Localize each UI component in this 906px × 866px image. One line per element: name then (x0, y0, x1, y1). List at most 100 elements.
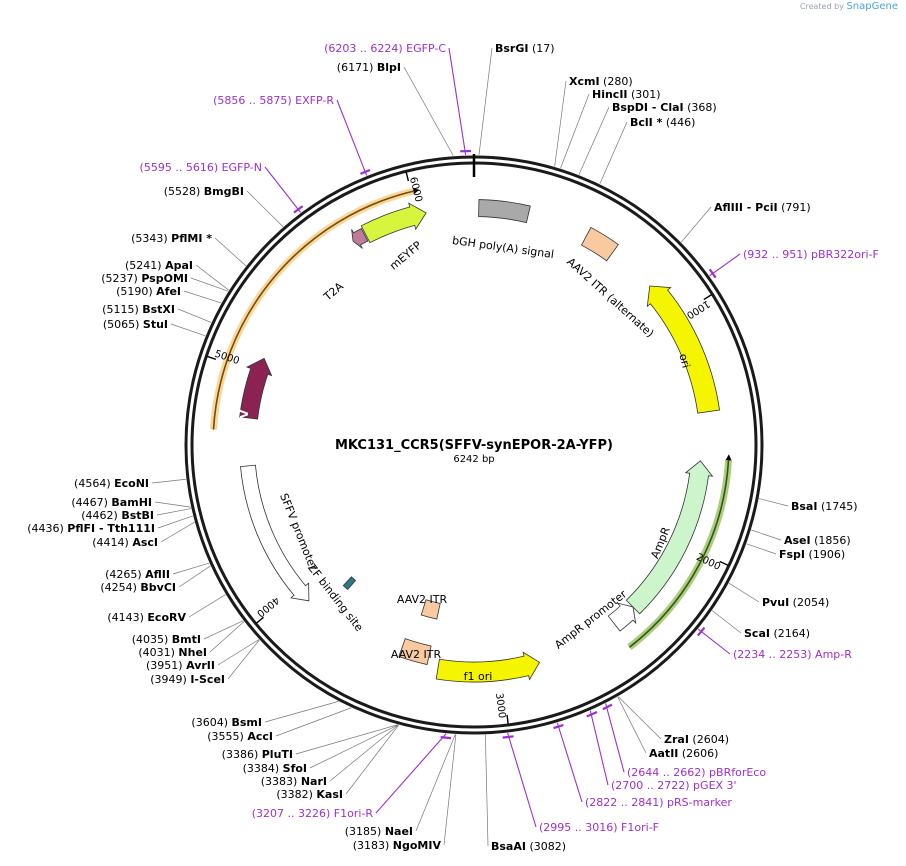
f1-ori-shape[interactable] (435, 651, 541, 683)
primer-label[interactable]: (932 .. 951) pBR322ori-F (743, 248, 879, 261)
enzyme-label[interactable]: (3555) AccI (207, 730, 273, 743)
enzyme-label[interactable]: (4564) EcoNI (74, 477, 149, 490)
enzyme-label[interactable]: (5237) PspOMI (101, 272, 188, 285)
feature-AAV2-ITR-2[interactable]: AAV2 ITR (397, 593, 448, 620)
feature-mEYFP[interactable]: mEYFP (360, 202, 427, 273)
enzyme-label[interactable]: (5065) StuI (103, 318, 168, 331)
kb-tick (703, 294, 712, 301)
enzyme-label[interactable]: BspDI - ClaI (368) (612, 101, 717, 114)
enzyme-leader (617, 696, 647, 754)
T2A-shape[interactable] (351, 228, 369, 249)
mEYFP-label: mEYFP (387, 238, 424, 272)
AAV2-ITR-alternate-label: AAV2 ITR (alternate) (564, 255, 656, 340)
enzyme-label[interactable]: PvuI (2054) (762, 596, 829, 609)
enzyme-label[interactable]: (3383) NarI (261, 775, 327, 788)
enzyme-leader (295, 724, 398, 755)
SFFV-promoter-shape[interactable] (240, 464, 310, 602)
enzyme-label[interactable]: BclI * (446) (630, 116, 695, 129)
enzyme-label[interactable]: (4467) BamHI (71, 496, 152, 509)
primer-label[interactable]: (3207 .. 3226) F1ori-R (252, 807, 374, 820)
feature-T2A[interactable]: T2A (321, 228, 369, 304)
enzyme-leader (264, 701, 339, 723)
primer-label[interactable]: (6203 .. 6224) EGFP-C (324, 42, 446, 55)
enzyme-label[interactable]: (3604) BsmI (191, 716, 262, 729)
enzyme-label[interactable]: (3185) NaeI (345, 825, 413, 838)
enzyme-leader (599, 121, 628, 184)
enzyme-label[interactable]: XcmI (280) (569, 75, 633, 88)
enzyme-label[interactable]: (5528) BmgBI (164, 185, 244, 198)
feature-AAV2-ITR-alternate[interactable]: AAV2 ITR (alternate) (564, 226, 656, 340)
enzyme-label[interactable]: ScaI (2164) (744, 627, 810, 640)
enzyme-label[interactable]: (4414) AscI (92, 536, 158, 549)
primer-label[interactable]: (2822 .. 2841) pRS-marker (585, 796, 732, 809)
bGH-polyA-shape[interactable] (478, 199, 531, 224)
enzyme-label[interactable]: (4143) EcoRV (107, 611, 186, 624)
AmpR-shape[interactable] (625, 460, 714, 615)
enzyme-label[interactable]: BsaAI (3082) (491, 840, 566, 853)
primer-label[interactable]: (5595 .. 5616) EGFP-N (140, 161, 262, 174)
ori-shape[interactable] (646, 285, 720, 414)
primer-label[interactable]: (2995 .. 3016) F1ori-F (539, 821, 659, 834)
enzyme-label[interactable]: FspI (1906) (779, 548, 845, 561)
enzyme-label[interactable]: (3183) NgoMIV (353, 839, 442, 852)
enzyme-label[interactable]: AflIII - PciI (791) (714, 201, 811, 214)
enzyme-label[interactable]: (6171) BlpI (337, 61, 401, 74)
enzyme-label[interactable]: (4436) PflFI - Tth111I (27, 522, 155, 535)
enzyme-label[interactable]: (4035) BmtI (132, 633, 201, 646)
kb-tick-label: 4000 (254, 594, 281, 619)
primer-label[interactable]: (2644 .. 2662) pBRforEco (627, 766, 766, 779)
primer-mark (553, 724, 564, 730)
enzyme-leader (751, 529, 782, 541)
site-labels[interactable]: BsrGI (17) XcmI (280)HincII (301)BspDI - … (27, 42, 879, 853)
highlight-layer (210, 187, 732, 650)
enzyme-label[interactable]: (4254) BbvCI (100, 581, 176, 594)
FKBP-V-shape[interactable] (239, 357, 273, 420)
AAV2-ITR-1-shape[interactable] (398, 638, 432, 666)
enzyme-label[interactable]: AseI (1856) (784, 534, 851, 547)
mEYFP-shape[interactable] (360, 202, 427, 244)
enzyme-label[interactable]: (3951) AvrII (146, 659, 215, 672)
enzyme-label[interactable]: (4265) AflII (105, 568, 170, 581)
feature-f1-ori[interactable]: f1 ori (435, 651, 541, 683)
feature-AmpR-promoter[interactable]: AmpR promoter (552, 587, 637, 652)
enzyme-label[interactable]: HincII (301) (592, 88, 661, 101)
primer-mark (602, 703, 613, 711)
feature-bGH-polyA[interactable]: bGH poly(A) signal (451, 199, 555, 262)
primer-label[interactable]: (2234 .. 2253) Amp-R (733, 648, 852, 661)
feature-ori[interactable]: ori (646, 285, 720, 414)
kb-tick (506, 714, 509, 725)
feature-AAV2-ITR-1[interactable]: AAV2 ITR (391, 638, 442, 666)
feature-AmpR[interactable]: AmpR (625, 460, 714, 615)
AAV2-ITR-alternate-shape[interactable] (580, 226, 619, 262)
enzyme-label[interactable]: (5115) BstXI (102, 303, 175, 316)
kb-tick (405, 172, 410, 182)
enzyme-label[interactable]: BsaI (1745) (791, 500, 858, 513)
feature-ZF-binding-site[interactable]: ZF binding site (305, 561, 366, 634)
ZF-binding-site-shape[interactable] (342, 576, 357, 591)
enzyme-label[interactable]: (3382) KasI (276, 788, 343, 801)
enzyme-label[interactable]: ZraI (2604) (664, 733, 729, 746)
enzyme-leader (154, 501, 191, 508)
feature-SFFV-promoter[interactable]: SFFV promoter (240, 464, 320, 602)
enzyme-label[interactable]: BsrGI (17) (495, 42, 555, 55)
enzyme-label[interactable]: (4031) NheI (138, 646, 207, 659)
enzyme-label[interactable]: (3949) I-SceI (150, 673, 225, 686)
primer-mark (360, 168, 371, 175)
AmpR-promoter-shape[interactable] (607, 602, 637, 632)
enzyme-label[interactable]: (3384) SfoI (243, 762, 307, 775)
enzyme-label[interactable]: AatII (2606) (649, 747, 718, 760)
feature-FKBP-V[interactable]: FKBP-V (238, 357, 273, 454)
enzyme-label[interactable]: (5343) PflMI * (131, 232, 212, 245)
enzyme-label[interactable]: (5190) AfeI (116, 285, 181, 298)
AAV2-ITR-2-shape[interactable] (420, 599, 441, 620)
enzyme-label[interactable]: (3386) PluTI (222, 748, 293, 761)
primer-label[interactable]: (2700 .. 2722) pGEX 3' (611, 779, 737, 792)
enzyme-label[interactable]: (5241) ApaI (125, 259, 193, 272)
primer-leader (709, 253, 741, 277)
primer-mark (586, 711, 598, 718)
primer-leader (507, 732, 537, 828)
enzyme-leader (177, 308, 212, 323)
primer-label[interactable]: (5856 .. 5875) EXFP-R (213, 94, 334, 107)
enzyme-label[interactable]: (4462) BstBI (81, 509, 154, 522)
